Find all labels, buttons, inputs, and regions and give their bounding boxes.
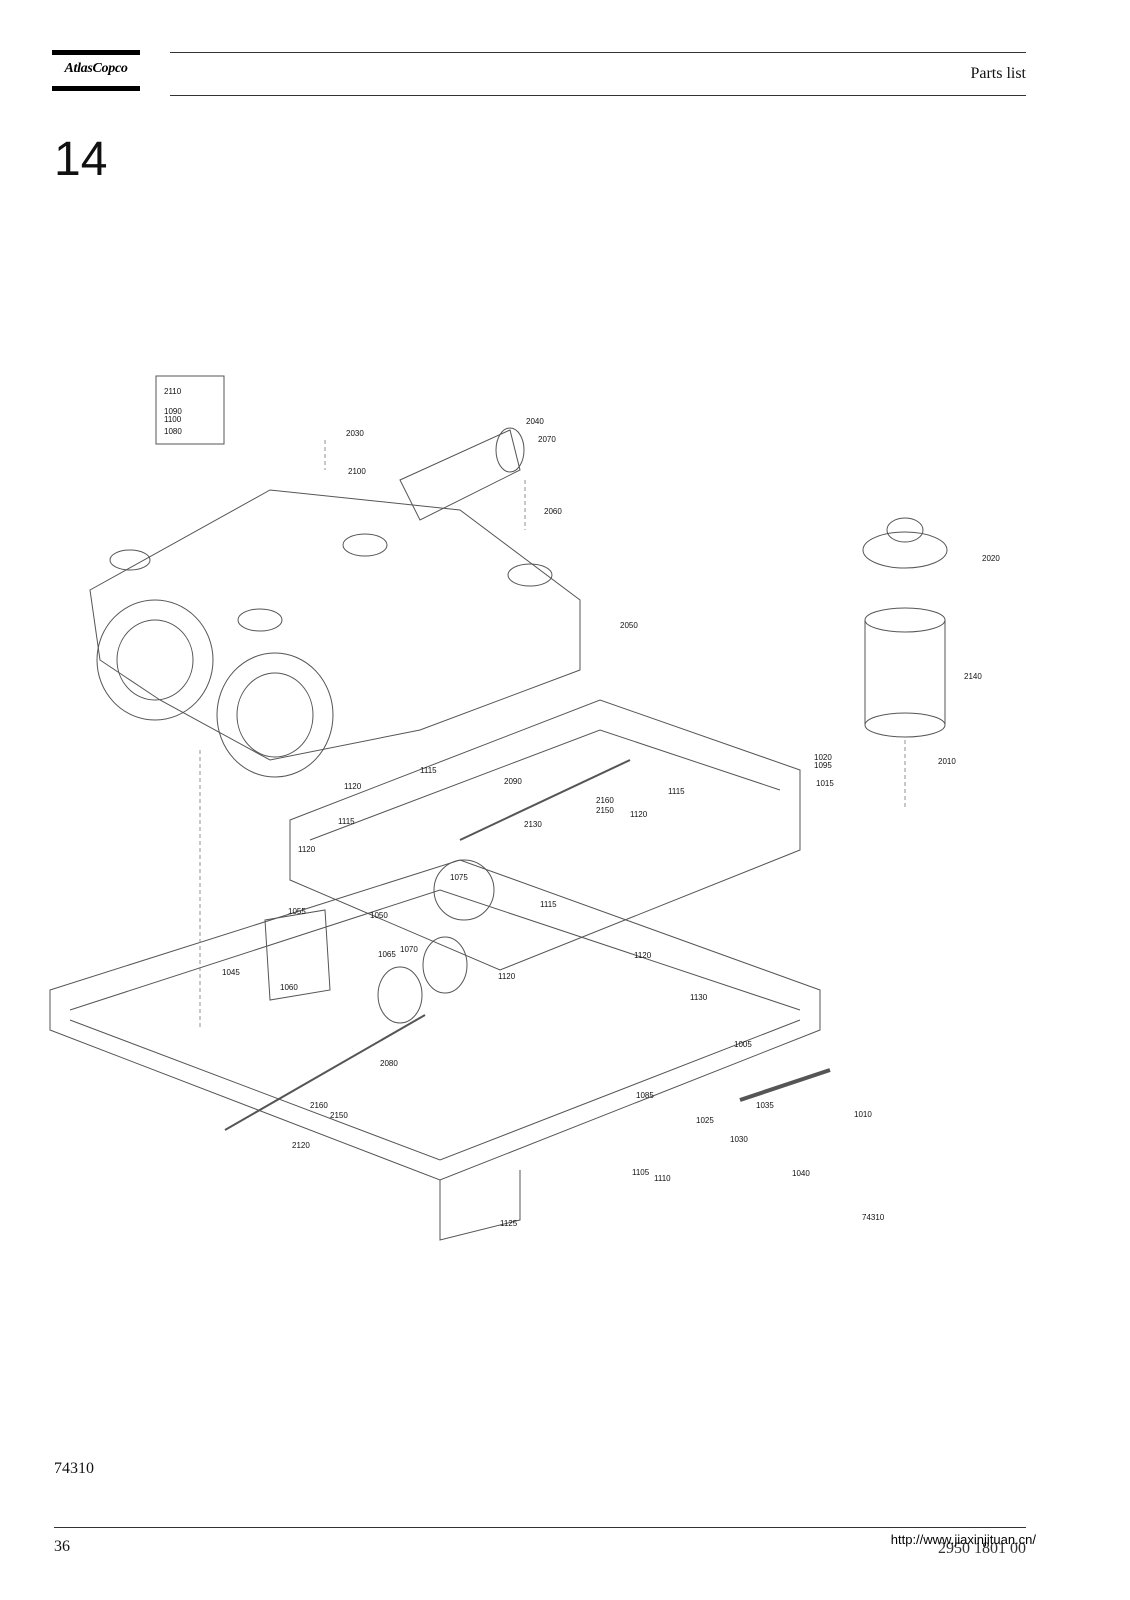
- callout-1010: 1010: [854, 1110, 872, 1119]
- callout-2160-b: 2160: [310, 1101, 328, 1110]
- callout-2050: 2050: [620, 621, 638, 630]
- watermark-url: http://www.jiaxinjituan.cn/: [890, 1532, 1036, 1547]
- air-filter-top: [864, 607, 946, 633]
- section-title: Parts list: [970, 65, 1026, 82]
- logo-wordmark: AtlasCopco: [64, 61, 128, 76]
- callout-1115-d: 1115: [540, 900, 557, 909]
- callout-2130: 2130: [524, 820, 542, 829]
- hook-rail-lower: [224, 1014, 426, 1131]
- callout-2030: 2030: [346, 429, 364, 438]
- callout-2120: 2120: [292, 1141, 310, 1150]
- callout-1120-d: 1120: [498, 972, 516, 981]
- base-frame: [49, 859, 821, 1181]
- callout-1055: 1055: [288, 907, 306, 916]
- callout-2060: 2060: [544, 507, 562, 516]
- callout-1030: 1030: [730, 1135, 748, 1144]
- callout-1115-c: 1115: [338, 817, 355, 826]
- callout-1050: 1050: [370, 911, 388, 920]
- callout-1060: 1060: [280, 983, 298, 992]
- drawing-number: 74310: [862, 1213, 885, 1222]
- heater-element: [739, 1068, 831, 1102]
- callout-1090: 1090: [164, 407, 182, 416]
- callout-2020: 2020: [982, 554, 1000, 563]
- callout-1040: 1040: [792, 1169, 810, 1178]
- callout-1020: 1020: [814, 753, 832, 762]
- page-number: 36: [54, 1538, 70, 1555]
- callout-1065: 1065: [378, 950, 396, 959]
- header-rule-bottom: [170, 95, 1026, 96]
- guard-plate: [264, 909, 331, 1001]
- callout-1080: 1080: [164, 427, 182, 436]
- callout-1085: 1085: [636, 1091, 654, 1100]
- callout-1120-a: 1120: [344, 782, 362, 791]
- detail-magnifier: [433, 859, 495, 921]
- callout-1130: 1130: [690, 993, 708, 1002]
- callout-1045: 1045: [222, 968, 240, 977]
- callout-2080: 2080: [380, 1059, 398, 1068]
- logo-bar-top: [52, 50, 140, 55]
- callout-2150-a: 2150: [596, 806, 614, 815]
- callout-2090: 2090: [504, 777, 522, 786]
- logo-bar-bottom: [52, 86, 140, 91]
- callout-2110: 2110: [164, 387, 182, 396]
- callout-1070: 1070: [400, 945, 418, 954]
- sub-frame: [289, 699, 801, 971]
- callout-1005: 1005: [734, 1040, 752, 1049]
- hook-rail-upper: [459, 759, 631, 841]
- callout-1075: 1075: [450, 873, 468, 882]
- callout-1120-e: 1120: [634, 951, 652, 960]
- callout-1100: 1100: [164, 415, 182, 424]
- footer-rule: [54, 1527, 1026, 1528]
- callout-1095: 1095: [814, 761, 832, 770]
- flange: [377, 966, 423, 1024]
- compressor-housing: [89, 489, 581, 761]
- callout-1025: 1025: [696, 1116, 714, 1125]
- callout-2040: 2040: [526, 417, 544, 426]
- callout-1115-a: 1115: [420, 766, 437, 775]
- callout-2150-b: 2150: [330, 1111, 348, 1120]
- callout-1110: 1110: [654, 1174, 671, 1183]
- callout-1105: 1105: [632, 1168, 650, 1177]
- document-code: 2950 1801 00: [938, 1540, 1026, 1557]
- callout-2070: 2070: [538, 435, 556, 444]
- callout-1035: 1035: [756, 1101, 774, 1110]
- exploded-parts-drawing: 2110 1090 1100 1080 2030 2100 2040 2070 …: [49, 375, 1000, 1241]
- callout-2140: 2140: [964, 672, 982, 681]
- callout-1115-b: 1115: [668, 787, 685, 796]
- callout-2160-a: 2160: [596, 796, 614, 805]
- inset-box: [155, 375, 225, 445]
- callout-2010: 2010: [938, 757, 956, 766]
- chapter-number: 14: [54, 133, 108, 186]
- air-filter-cover: [862, 531, 948, 569]
- motor: [399, 429, 521, 521]
- callout-1120-b: 1120: [630, 810, 648, 819]
- header-rule-top: [170, 52, 1026, 53]
- callout-1120-c: 1120: [298, 845, 316, 854]
- callout-2100: 2100: [348, 467, 366, 476]
- atlas-copco-logo: AtlasCopco: [52, 50, 140, 92]
- callout-1015: 1015: [816, 779, 834, 788]
- figure-reference: 74310: [54, 1460, 94, 1477]
- callout-1125: 1125: [500, 1219, 518, 1228]
